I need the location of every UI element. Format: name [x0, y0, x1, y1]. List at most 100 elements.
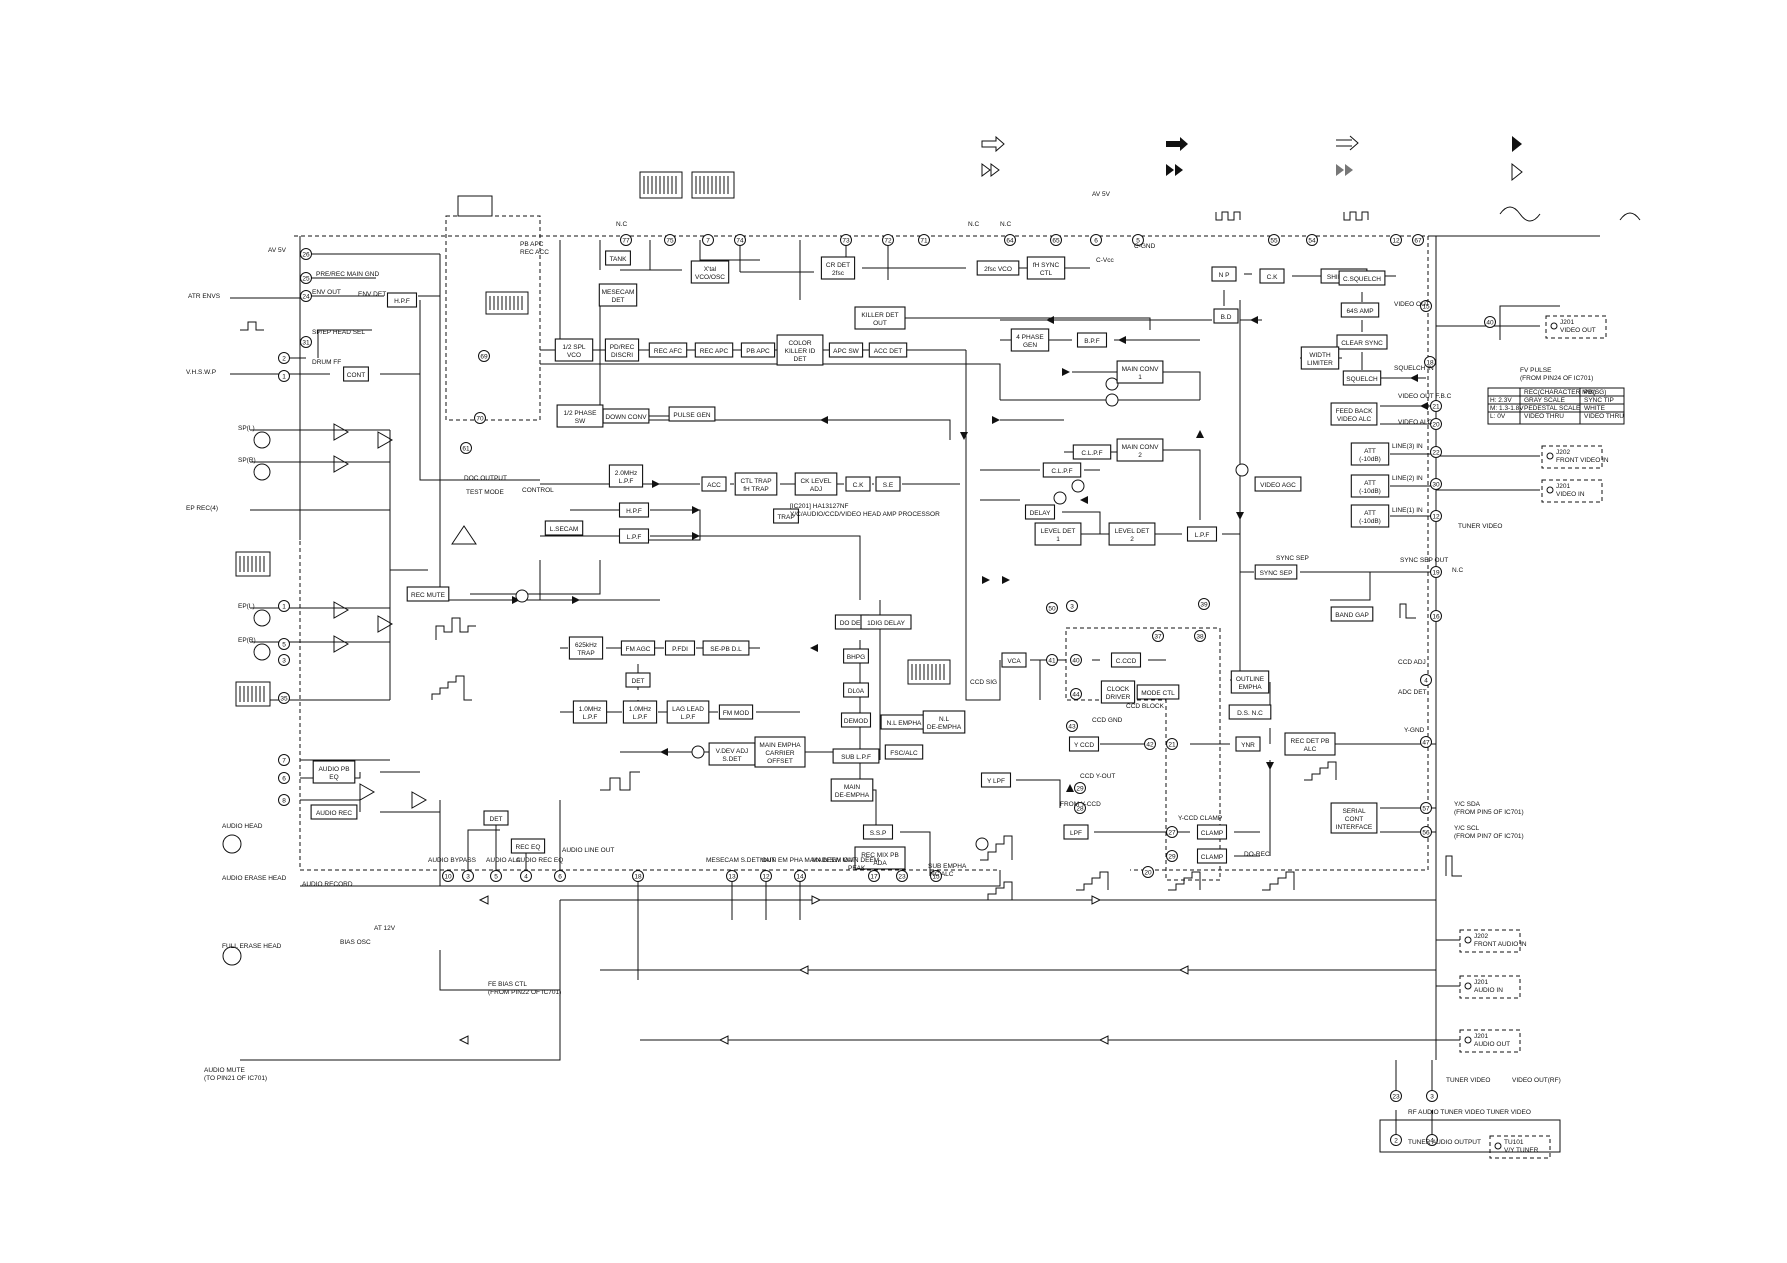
- signal-label: TUNER VIDEO: [1446, 1077, 1490, 1084]
- pin-number: 27: [1168, 829, 1176, 836]
- legend-solid-double-arrow-icon: [1166, 164, 1183, 176]
- pin-6: 6: [278, 772, 290, 784]
- pin-number: 73: [842, 237, 850, 244]
- block-s-e: S.E: [875, 476, 901, 492]
- pin-13: 13: [726, 870, 738, 882]
- pin-57: 57: [1420, 802, 1432, 814]
- block-label: L.P.F: [627, 534, 642, 541]
- signal-label: SQUELCH IN: [1394, 365, 1434, 372]
- pin-73: 73: [840, 234, 852, 246]
- pin-number: 10: [444, 873, 452, 880]
- block-label: TANK: [610, 256, 628, 263]
- block-label: REC MUTE: [411, 592, 446, 599]
- block-audio-rec: AUDIO REC: [310, 804, 358, 820]
- pin-24: 24: [300, 290, 312, 302]
- signal-label: AV 5V: [268, 247, 287, 254]
- block-label: ATT(-10dB): [1359, 448, 1381, 463]
- legend-triangle-open-icon: [1511, 162, 1523, 182]
- block-label: DO DET: [840, 620, 865, 627]
- block-label: C.CCD: [1116, 658, 1137, 665]
- signal-label: FV PULSE: [1520, 367, 1552, 374]
- block-label: L.P.F: [1195, 532, 1210, 539]
- block-lpf: LPF: [1063, 824, 1089, 840]
- pin-number: 5: [494, 873, 498, 880]
- block-att-10db-: ATT(-10dB): [1350, 474, 1390, 498]
- signal-label: AUDIO ERASE HEAD: [222, 875, 287, 882]
- signal-label: AT 12V: [374, 925, 396, 932]
- pin-number: 31: [302, 339, 310, 346]
- signal-label: VIDEO OUT F.B.C: [1398, 393, 1452, 400]
- legend-double-line-arrow-icon: [1336, 135, 1359, 151]
- pin-number: 3: [1070, 603, 1074, 610]
- signal-label: (TO PIN21 OF IC701): [204, 1075, 267, 1082]
- block-y-ccd: Y CCD: [1068, 736, 1100, 752]
- signal-label: DOC OUTPUT: [464, 475, 507, 482]
- pin-40: 40: [1070, 654, 1082, 666]
- signal-label: CCD BLOCK: [1126, 703, 1165, 710]
- block-label: N P: [1219, 272, 1230, 279]
- pin-28: 28: [1074, 802, 1086, 814]
- signal-label: C-Vcc: [1096, 257, 1114, 264]
- pin-number: 4: [1430, 1137, 1434, 1144]
- pin-10: 10: [442, 870, 454, 882]
- pin-number: 24: [302, 293, 310, 300]
- pin-4: 4: [1420, 674, 1432, 686]
- block-label: YNR: [1241, 742, 1255, 749]
- pin-number: 13: [728, 873, 736, 880]
- signal-label: PRE/REC MAIN GND: [316, 271, 380, 278]
- pin-number: 61: [462, 445, 470, 452]
- pin-6: 6: [1090, 234, 1102, 246]
- block-b-p-f: B.P.F: [1076, 332, 1108, 348]
- block-label: PULSE GEN: [673, 412, 711, 419]
- block-label: BHPG: [847, 654, 865, 661]
- signal-open-arrows: [458, 895, 1189, 1045]
- pin-number: 12: [762, 873, 770, 880]
- pin-number: 22: [1432, 449, 1440, 456]
- full-erase-head-icon: [222, 946, 242, 966]
- signal-label: (FROM PIN5 OF IC701): [1454, 809, 1524, 816]
- block-pb-apc: PB APC: [740, 342, 776, 358]
- connector-label: V/Y TUNER: [1504, 1147, 1539, 1154]
- pin-67: 67: [1412, 234, 1424, 246]
- ccd-block-boundary: [1065, 627, 1221, 881]
- block-cont: CONT: [343, 366, 369, 382]
- block-label: P.FDI: [672, 646, 688, 653]
- pin-54: 54: [1306, 234, 1318, 246]
- signal-label: Y/C/AUDIO/CCD/VIDEO HEAD AMP PROCESSOR: [790, 511, 940, 518]
- signal-label: V.H.S.W.P: [186, 369, 216, 376]
- pin-18: 18: [632, 870, 644, 882]
- pin-number: 57: [1422, 805, 1430, 812]
- block-label: DET: [632, 678, 645, 685]
- pin-44: 44: [1070, 688, 1082, 700]
- connector-ref: J201: [1560, 319, 1574, 326]
- block-mode-ctl: MODE CTL: [1136, 684, 1180, 700]
- connector-ref: J201: [1474, 979, 1488, 986]
- signal-label: TEST MODE: [466, 489, 504, 496]
- block-ynr: YNR: [1235, 736, 1261, 752]
- block-label: FM AGC: [626, 646, 651, 653]
- signal-label: (FROM PIN24 OF IC701): [1520, 375, 1593, 382]
- pin-27: 27: [1166, 826, 1178, 838]
- pin-number: 37: [1154, 633, 1162, 640]
- pin-19: 19: [1430, 566, 1442, 578]
- pin-77: 77: [620, 234, 632, 246]
